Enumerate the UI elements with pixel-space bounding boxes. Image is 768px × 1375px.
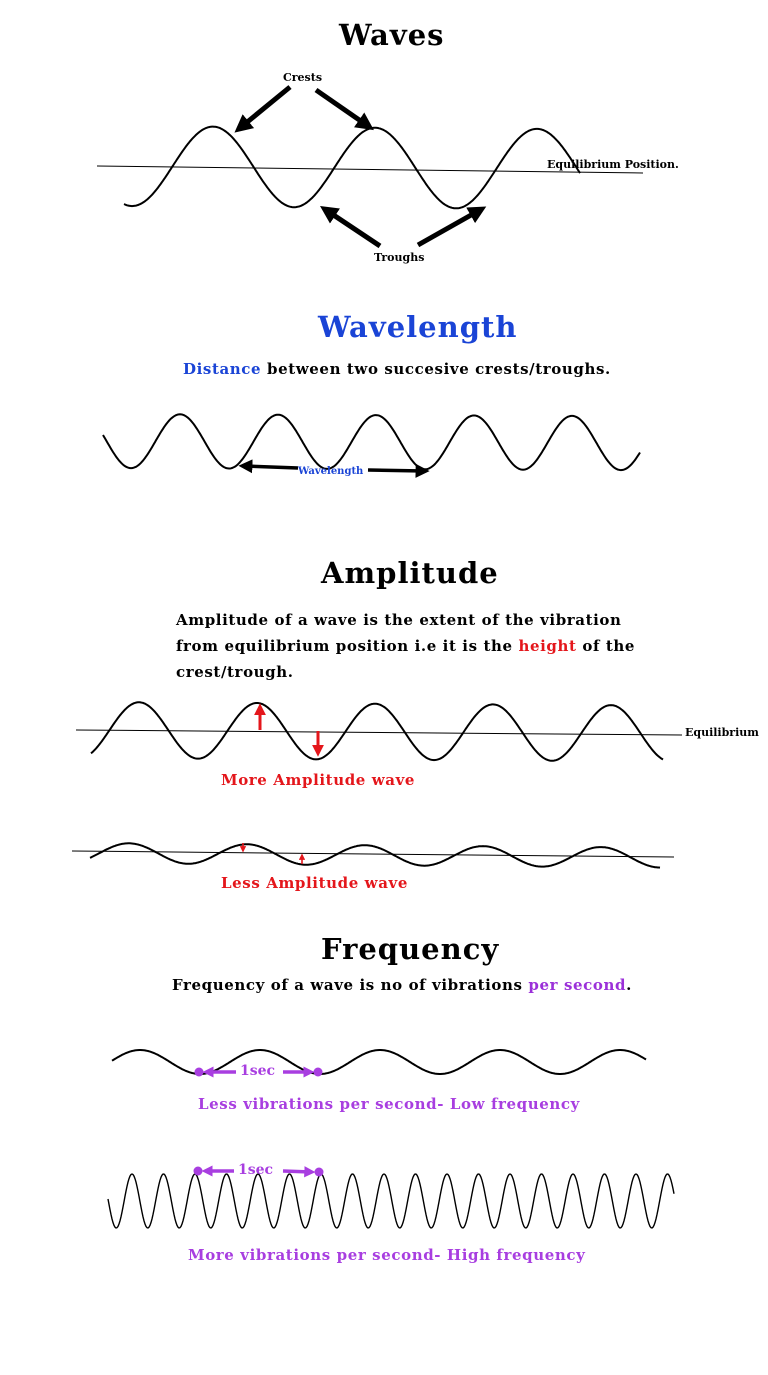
frequency-desc-a: Frequency of a wave is no of vibrations [172,976,523,994]
low-1sec-label: 1sec [240,1063,276,1079]
height-highlight: height [518,637,577,655]
wavelength-description-text: between two succesive crests/troughs. [267,360,611,378]
equilibrium-position-label: Equilibrium Position. [547,158,679,171]
main-wave [123,125,581,210]
amplitude-desc-line3: crest/trough. [176,663,294,681]
amplitude-desc-line2-b: of the [582,637,636,655]
wavelength-description: Distance between two succesive crests/tr… [183,360,611,378]
amplitude-desc-line2: from equilibrium position i.e it is the … [176,637,635,655]
less-amplitude-wave [89,842,661,869]
high-1sec-dot-left [193,1166,203,1176]
amplitude-equilibrium-line [75,729,683,736]
low-1sec-dot-left [194,1067,204,1077]
equilibrium-line [96,165,644,174]
waves-title: Waves [339,18,445,52]
low-frequency-caption: Less vibrations per second- Low frequenc… [198,1095,580,1113]
frequency-title: Frequency [321,932,500,966]
high-frequency-wave [107,1173,675,1229]
wavelength-title: Wavelength [318,310,518,344]
more-amplitude-wave [90,701,664,762]
wavelength-arrow-left [238,459,299,474]
more-amplitude-caption: More Amplitude wave [221,771,416,789]
crest-arrow-right [314,87,374,131]
wavelength-arrow-label: Wavelength [298,466,364,477]
frequency-desc-b: . [626,976,632,994]
less-amplitude-caption: Less Amplitude wave [221,874,408,892]
high-1sec-dot-right [314,1167,324,1177]
troughs-label: Troughs [374,251,425,264]
trough-arrow-left [320,206,382,249]
amplitude-desc-line2-a: from equilibrium position i.e it is the [176,637,513,655]
amplitude-equilibrium-label: Equilibrium [685,726,759,739]
frequency-description: Frequency of a wave is no of vibrations … [172,976,632,994]
crest-arrow-left [234,85,292,133]
low-frequency-wave [111,1049,647,1075]
amplitude-title: Amplitude [321,556,499,590]
high-1sec-label: 1sec [238,1162,274,1178]
high-frequency-caption: More vibrations per second- High frequen… [188,1246,586,1264]
amplitude-desc-line1: Amplitude of a wave is the extent of the… [176,611,622,629]
per-second-highlight: per second [528,976,627,994]
trough-arrow-right [416,206,487,248]
low-1sec-dot-right [313,1067,323,1077]
crests-label: Crests [283,71,323,84]
wavelength-wave [102,413,641,472]
distance-highlight: Distance [183,360,262,378]
wavelength-arrow-right [367,463,430,478]
high-1sec-arrow-right [282,1166,316,1178]
